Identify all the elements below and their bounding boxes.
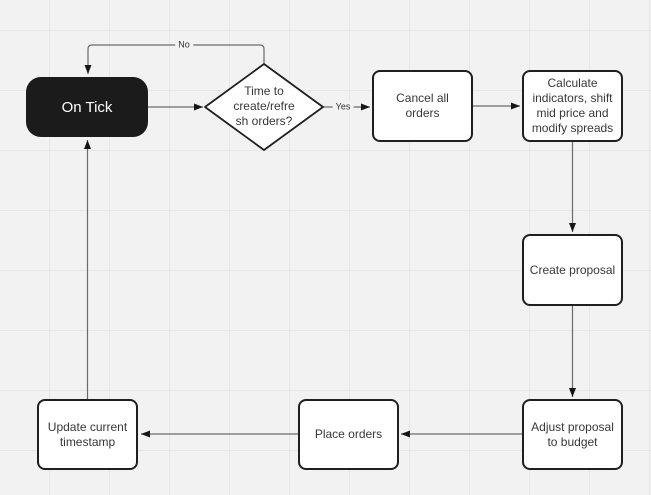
edge-label-no: No bbox=[175, 39, 193, 51]
node-adjust-proposal[interactable]: Adjust proposal to budget bbox=[522, 399, 623, 470]
node-create-proposal-label: Create proposal bbox=[529, 262, 616, 277]
node-place-orders-label: Place orders bbox=[314, 427, 383, 441]
node-cancel-all-orders[interactable]: Cancel all orders bbox=[372, 70, 473, 142]
node-create-proposal[interactable]: Create proposal bbox=[522, 234, 623, 306]
node-adjust-proposal-label: Adjust proposal to budget bbox=[531, 419, 614, 449]
node-update-timestamp-label: Update current timestamp bbox=[47, 419, 128, 449]
decision-node-shape[interactable] bbox=[204, 63, 324, 151]
node-calculate-indicators[interactable]: Calculate indicators, shift mid price an… bbox=[522, 70, 623, 142]
node-update-timestamp[interactable]: Update current timestamp bbox=[37, 399, 138, 470]
node-on-tick[interactable]: On Tick bbox=[26, 77, 148, 137]
node-place-orders[interactable]: Place orders bbox=[298, 399, 399, 470]
edge-label-yes: Yes bbox=[332, 101, 354, 113]
node-on-tick-label: On Tick bbox=[61, 98, 113, 116]
node-cancel-all-orders-label: Cancel all orders bbox=[396, 91, 449, 120]
node-calculate-indicators-label: Calculate indicators, shift mid price an… bbox=[531, 76, 614, 135]
